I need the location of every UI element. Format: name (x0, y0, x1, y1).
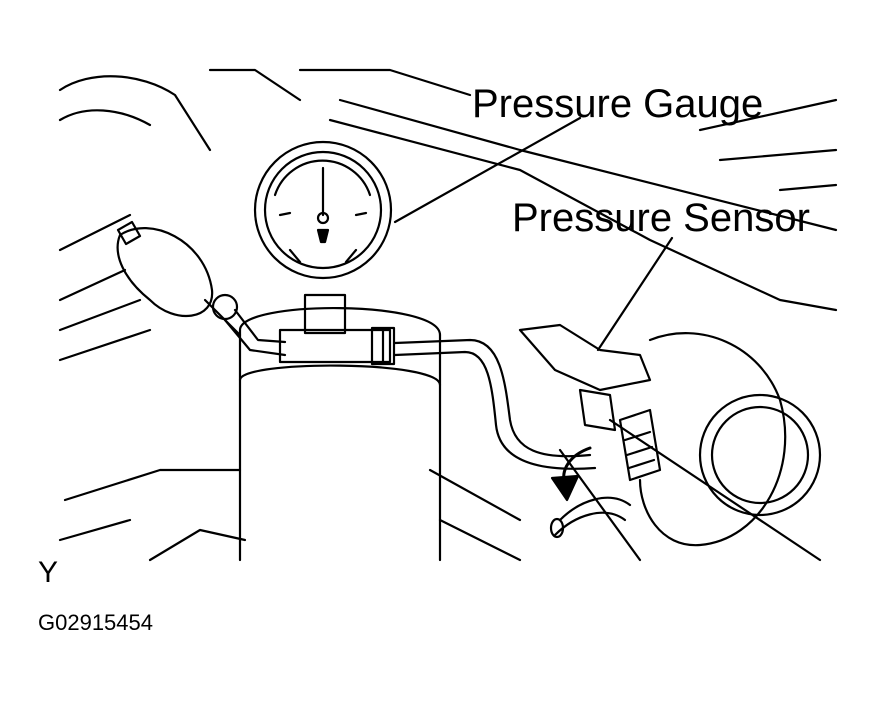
pressure-sensor-label: Pressure Sensor (512, 196, 810, 240)
engine-background-lines (58, 68, 838, 562)
leader-line-pressure-gauge (393, 116, 582, 224)
filter-housing (238, 306, 442, 562)
pressure-gauge (253, 140, 393, 280)
disconnected-hose (549, 496, 632, 539)
direction-arrow-icon (550, 446, 592, 502)
pressure-sensor (518, 323, 662, 482)
squeeze-bulb (116, 220, 242, 337)
hose (223, 308, 597, 470)
pressure-gauge-label: Pressure Gauge (472, 82, 764, 126)
leader-line-pressure-sensor (596, 236, 674, 352)
throttle-body (638, 332, 822, 547)
figure-code: G02915454 (38, 610, 153, 635)
t-fitting (278, 293, 396, 366)
view-letter: Y (38, 556, 59, 589)
